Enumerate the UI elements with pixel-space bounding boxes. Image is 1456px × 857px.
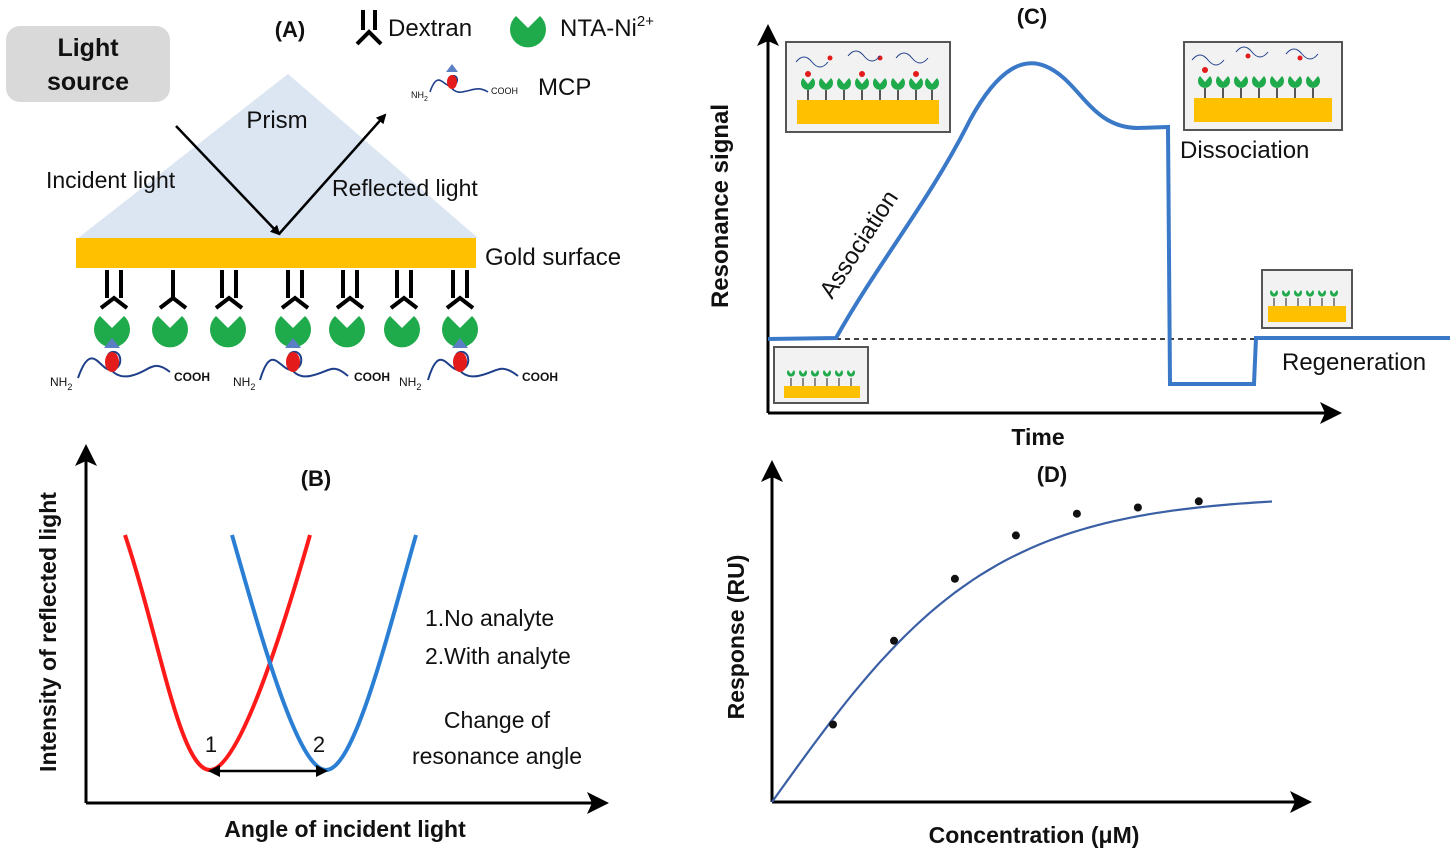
gold-surface-label: Gold surface: [485, 244, 621, 271]
fit-curve: [771, 500, 1273, 803]
dextran-unit: [214, 270, 244, 310]
reflected-light-label: Reflected light: [332, 175, 478, 201]
reflected-ray: [278, 113, 387, 235]
panel-b-y-label: Intensity of reflected light: [35, 492, 61, 772]
panel-a: (A) Light source Prism Incident light Re…: [6, 10, 654, 392]
curve-2-label: 2: [313, 732, 325, 757]
mcp-strand-2: [259, 338, 349, 381]
svg-text:NH2: NH2: [411, 90, 428, 103]
data-point: [950, 574, 959, 583]
resonance-signal-curve: [767, 61, 1450, 386]
dextran-unit: [99, 270, 129, 310]
panel-c: (C) Resonance signal Time Association Di…: [707, 4, 1450, 450]
legend-no-analyte: 1.No analyte: [425, 605, 554, 631]
panel-b: (B) Intensity of reflected light Angle o…: [35, 444, 609, 842]
data-point: [1133, 503, 1142, 512]
cooh-label: COOH: [174, 370, 210, 384]
panel-d: (D) Response (RU) Concentration (μM): [723, 460, 1312, 848]
inset-regeneration: [1261, 269, 1353, 329]
nh2-label: NH2: [50, 375, 72, 392]
data-point: [1072, 509, 1081, 518]
cooh-label: COOH: [522, 370, 558, 384]
data-points: [829, 497, 1203, 729]
legend-with-analyte: 2.With analyte: [425, 643, 571, 669]
association-label: Association: [814, 186, 903, 304]
dextran-legend-label: Dextran: [388, 15, 472, 42]
cooh-label: COOH: [354, 370, 390, 384]
panel-a-tag: (A): [275, 17, 306, 42]
panel-c-y-label: Resonance signal: [707, 104, 734, 308]
nh2-label: NH2: [399, 375, 421, 392]
inset-baseline: [773, 346, 869, 404]
data-point: [829, 720, 837, 729]
panel-d-y-label: Response (RU): [723, 555, 749, 720]
change-label-1: Change of: [444, 707, 551, 733]
mcp-strand-3: [427, 338, 519, 381]
data-point: [1011, 531, 1020, 540]
nta-legend-icon: [510, 16, 546, 48]
panel-d-x-label: Concentration (μM): [929, 822, 1140, 848]
prism: [78, 74, 478, 238]
panel-d-tag: (D): [1037, 462, 1068, 487]
panel-b-tag: (B): [301, 466, 332, 491]
mcp-strand-1: [77, 338, 171, 379]
prism-label: Prism: [246, 107, 307, 134]
incident-ray: [175, 125, 281, 236]
mcp-legend-label: MCP: [538, 74, 591, 101]
nh2-label: NH2: [233, 375, 255, 392]
curve-no-analyte: [123, 534, 312, 773]
inset-dissociation: [1183, 41, 1343, 131]
dextran-legend-icon: [355, 10, 383, 46]
data-point: [890, 636, 898, 645]
gold-surface: [76, 238, 476, 268]
change-label-2: resonance angle: [412, 743, 582, 769]
light-source-label-2: source: [47, 68, 129, 96]
data-point: [1194, 497, 1203, 506]
mcp-legend-icon: NH2 COOH: [411, 64, 518, 103]
svg-text:COOH: COOH: [491, 86, 518, 96]
nta-legend-label: NTA-Ni2+: [560, 13, 654, 42]
panel-b-x-label: Angle of incident light: [224, 816, 466, 842]
panel-c-tag: (C): [1017, 4, 1048, 29]
dextran-unit: [389, 270, 419, 310]
nta-ni-array: [94, 316, 478, 348]
dextran-nta-array: [99, 270, 475, 310]
dextran-unit: [445, 270, 475, 310]
light-source-box: [6, 26, 170, 102]
curve-1-label: 1: [205, 732, 217, 757]
panel-c-x-label: Time: [1011, 424, 1064, 450]
dextran-unit: [280, 270, 310, 310]
inset-association: [785, 41, 951, 133]
dextran-unit: [158, 270, 188, 310]
light-source-label-1: Light: [57, 34, 119, 62]
regeneration-label: Regeneration: [1282, 349, 1426, 376]
dextran-unit: [335, 270, 365, 310]
incident-light-label: Incident light: [46, 167, 176, 193]
dissociation-label: Dissociation: [1180, 137, 1309, 164]
